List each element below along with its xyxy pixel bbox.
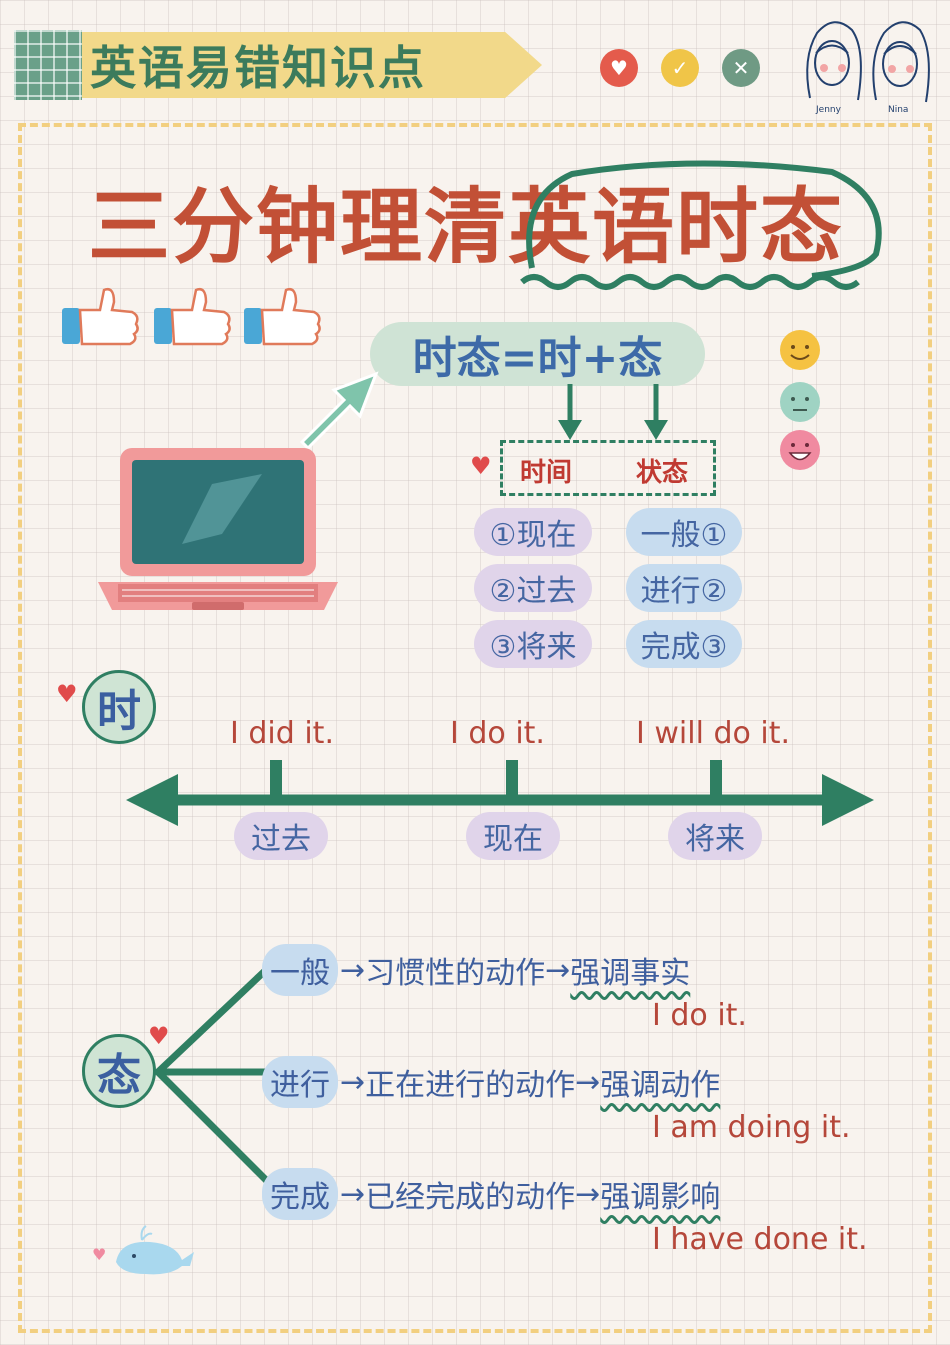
time-state-split-box <box>500 440 716 496</box>
avatar-name-jenny: Jenny <box>815 105 842 115</box>
aspect-desc: 正在进行的动作 <box>365 1068 576 1103</box>
timeline-point-present: 现在 <box>466 812 560 860</box>
state-item-perfect: 完成③ <box>626 620 742 668</box>
aspect-desc: 习惯性的动作 <box>365 956 546 991</box>
arrow-icon: → <box>340 952 366 988</box>
smile-face-icon <box>780 330 820 370</box>
check-icon[interactable]: ✓ <box>661 49 699 87</box>
header-banner: 英语易错知识点 <box>82 32 542 98</box>
aspect-row-perfect: 完成→已经完成的动作→强调影响 <box>262 1168 720 1220</box>
sentence-future: I will do it. <box>636 716 791 751</box>
title-part2-highlight: 英语时态 <box>508 180 845 275</box>
aspect-desc: 已经完成的动作 <box>365 1180 576 1215</box>
sentence-present: I do it. <box>450 716 545 751</box>
arrow-icon: → <box>340 1176 366 1212</box>
heart-icon: ♥ <box>470 452 492 480</box>
split-right-label: 状态 <box>636 458 689 488</box>
state-item-simple: 一般① <box>626 508 742 556</box>
state-item-progressive: 进行② <box>626 564 742 612</box>
sentence-past: I did it. <box>230 716 334 751</box>
banner-title: 英语易错知识点 <box>90 41 426 95</box>
shi-label: 时 <box>82 670 156 744</box>
time-item-future: ③将来 <box>474 620 592 668</box>
aspect-row-simple: 一般→习惯性的动作→强调事实 <box>262 944 690 996</box>
arrow-icon: → <box>575 1176 601 1212</box>
title-highlight-ring <box>520 160 882 290</box>
timeline-axis <box>126 760 874 826</box>
title-part1: 三分钟理清 <box>88 180 509 275</box>
aspect-example-progressive: I am doing it. <box>652 1110 851 1145</box>
arrow-icon: → <box>340 1064 366 1100</box>
aspect-emphasis: 强调动作 <box>600 1068 721 1103</box>
aspect-example-simple: I do it. <box>652 998 747 1033</box>
aspect-emphasis: 强调影响 <box>600 1180 721 1215</box>
header-grid-decoration <box>14 30 82 100</box>
timeline-point-future: 将来 <box>668 812 762 860</box>
svg-text:♥: ♥ <box>92 1245 106 1264</box>
emoji-faces <box>780 330 820 470</box>
avatar-illustration: Jenny Nina <box>806 21 930 115</box>
avatar-name-nina: Nina <box>888 105 908 115</box>
down-arrows <box>558 384 668 440</box>
aspect-row-progressive: 进行→正在进行的动作→强调动作 <box>262 1056 720 1108</box>
aspect-branch-lines <box>154 964 272 1186</box>
thumbs-up-icon <box>154 288 231 346</box>
aspect-emphasis: 强调事实 <box>570 956 691 991</box>
arrow-icon: → <box>545 952 571 988</box>
thumbs-up-icon-row <box>62 288 321 346</box>
heart-icon[interactable]: ♥ <box>600 49 638 87</box>
aspect-tag: 进行 <box>262 1056 338 1108</box>
neutral-face-icon <box>780 382 820 422</box>
whale-icon: ♥ <box>92 1225 194 1275</box>
tense-formula: 时态=时+态 <box>370 322 705 386</box>
time-item-present: ①现在 <box>474 508 592 556</box>
aspect-example-perfect: I have done it. <box>652 1222 868 1257</box>
arrow-up-right-icon <box>299 371 379 451</box>
heart-icon: ♥ <box>148 1022 170 1050</box>
time-item-past: ②过去 <box>474 564 592 612</box>
timeline-point-past: 过去 <box>234 812 328 860</box>
laptop-illustration <box>98 448 338 610</box>
thumbs-up-icon <box>244 288 321 346</box>
thumbs-up-icon <box>62 288 139 346</box>
tai-label: 态 <box>82 1034 156 1108</box>
close-icon[interactable]: ✕ <box>722 49 760 87</box>
main-title: 三分钟理清英语时态 <box>88 178 844 278</box>
split-left-label: 时间 <box>520 458 573 488</box>
heart-icon: ♥ <box>56 680 78 708</box>
laugh-face-icon <box>780 430 820 470</box>
aspect-tag: 完成 <box>262 1168 338 1220</box>
arrow-icon: → <box>575 1064 601 1100</box>
aspect-tag: 一般 <box>262 944 338 996</box>
content-frame <box>18 123 932 1333</box>
